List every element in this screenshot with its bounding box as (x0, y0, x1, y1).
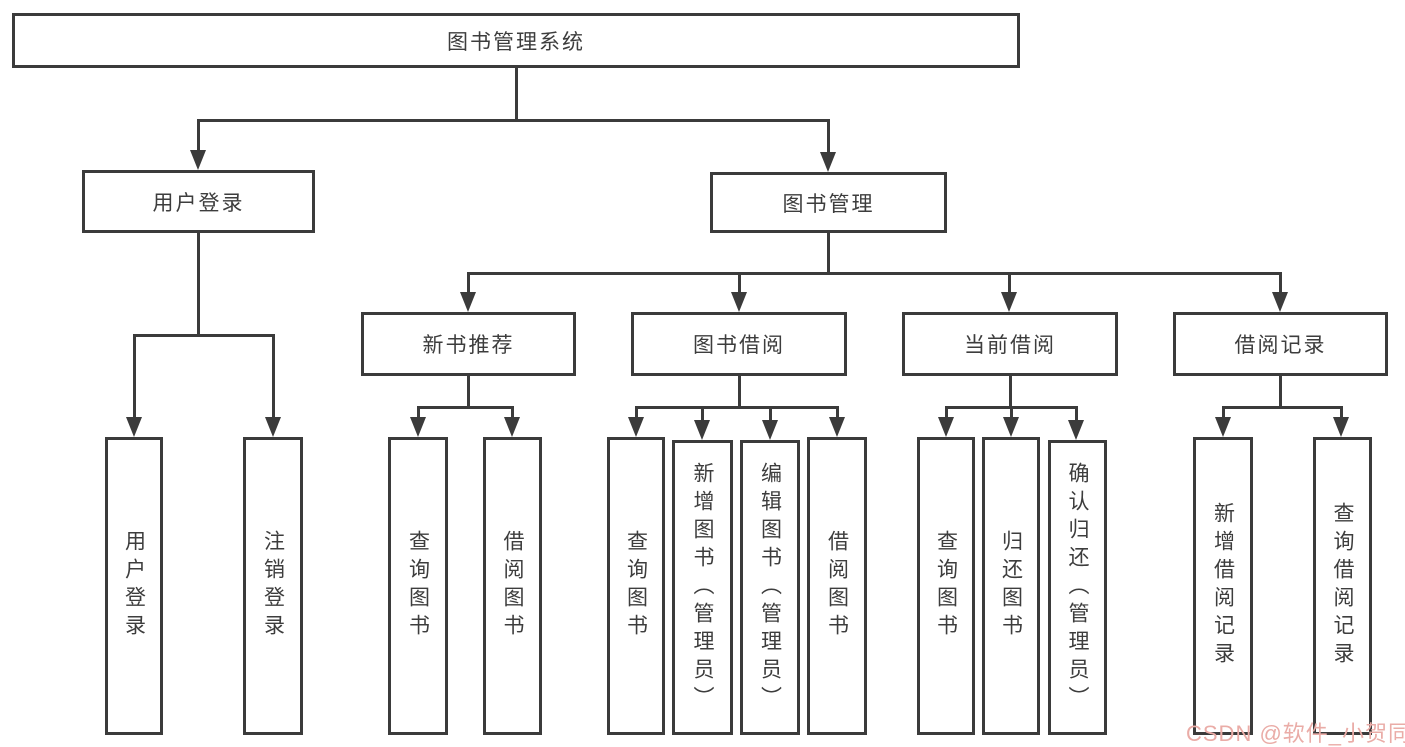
node-book-management-label: 图书管理 (782, 192, 875, 216)
edge-line (467, 272, 470, 294)
edge-line (272, 334, 275, 419)
arrow-down-icon (504, 417, 520, 437)
edge-line (1008, 272, 1011, 294)
edge-line (133, 334, 274, 337)
leaf-cb-confirm-return-admin: 确认归还（管理员） (1048, 440, 1107, 735)
node-current-borrow-label: 当前借阅 (964, 334, 1056, 357)
edge-line (635, 406, 838, 409)
edge-line (511, 406, 514, 420)
edge-line (769, 406, 772, 422)
arrow-down-icon (1272, 292, 1288, 312)
edge-line (467, 272, 1281, 275)
arrow-down-icon (829, 417, 845, 437)
edge-line (1222, 406, 1225, 420)
arrow-down-icon (190, 150, 206, 170)
arrow-down-icon (1001, 292, 1017, 312)
arrow-down-icon (694, 420, 710, 440)
edge-line (1009, 376, 1012, 408)
edge-line (827, 233, 830, 274)
edge-line (701, 406, 704, 422)
arrow-down-icon (265, 417, 281, 437)
leaf-bb-query-book: 查询图书 (607, 437, 665, 735)
arrow-down-icon (1333, 417, 1349, 437)
leaf-cb-query-book: 查询图书 (917, 437, 975, 735)
node-root-system: 图书管理系统 (12, 13, 1020, 68)
watermark: CSDN @软件_小贺同学 (1186, 721, 1405, 746)
edge-line (197, 233, 200, 336)
arrow-down-icon (762, 420, 778, 440)
arrow-down-icon (1068, 420, 1084, 440)
edge-line (417, 406, 513, 409)
node-current-borrow: 当前借阅 (902, 312, 1118, 376)
leaf-logout-label: 注销登录 (261, 530, 285, 642)
leaf-cb-query-book-label: 查询图书 (934, 530, 958, 642)
node-book-borrow-label: 图书借阅 (693, 334, 785, 357)
node-book-management: 图书管理 (710, 172, 947, 233)
node-book-borrow: 图书借阅 (631, 312, 847, 376)
edge-line (1010, 406, 1013, 420)
arrow-down-icon (938, 417, 954, 437)
node-user-login: 用户登录 (82, 170, 315, 233)
leaf-cb-return-book: 归还图书 (982, 437, 1040, 735)
leaf-br-add-record: 新增借阅记录 (1193, 437, 1253, 735)
node-borrow-record: 借阅记录 (1173, 312, 1388, 376)
edge-line (1340, 406, 1343, 420)
arrow-down-icon (460, 292, 476, 312)
edge-line (827, 119, 830, 155)
edge-line (945, 406, 948, 420)
edge-line (133, 334, 136, 419)
arrow-down-icon (410, 417, 426, 437)
leaf-user-login: 用户登录 (105, 437, 163, 735)
leaf-bb-add-book-admin-label: 新增图书（管理员） (691, 461, 714, 714)
node-new-book-recommend: 新书推荐 (361, 312, 576, 376)
leaf-cb-confirm-return-admin-label: 确认归还（管理员） (1066, 461, 1089, 714)
edge-line (417, 406, 420, 420)
edge-line (1222, 406, 1342, 409)
node-new-book-recommend-label: 新书推荐 (422, 334, 515, 357)
node-borrow-record-label: 借阅记录 (1234, 334, 1327, 357)
leaf-bb-borrow-book-label: 借阅图书 (825, 530, 849, 642)
leaf-bb-query-book-label: 查询图书 (624, 530, 648, 642)
edge-line (836, 406, 839, 420)
edge-line (197, 119, 830, 122)
leaf-logout: 注销登录 (243, 437, 303, 735)
leaf-user-login-label: 用户登录 (122, 530, 146, 642)
edge-line (197, 119, 200, 153)
leaf-br-query-record-label: 查询借阅记录 (1331, 502, 1354, 670)
node-root-label: 图书管理系统 (447, 30, 585, 54)
leaf-nbr-borrow-book-label: 借阅图书 (501, 530, 524, 642)
leaf-bb-add-book-admin: 新增图书（管理员） (672, 440, 733, 735)
arrow-down-icon (1215, 417, 1231, 437)
leaf-nbr-query-book: 查询图书 (388, 437, 448, 735)
leaf-bb-edit-book-admin-label: 编辑图书（管理员） (758, 461, 782, 714)
leaf-nbr-borrow-book: 借阅图书 (483, 437, 542, 735)
arrow-down-icon (628, 417, 644, 437)
leaf-br-add-record-label: 新增借阅记录 (1211, 502, 1235, 670)
edge-line (738, 376, 741, 408)
arrow-down-icon (731, 292, 747, 312)
edge-line (467, 376, 470, 408)
leaf-cb-return-book-label: 归还图书 (999, 530, 1023, 642)
edge-line (1279, 272, 1282, 294)
edge-line (1075, 406, 1078, 422)
leaf-nbr-query-book-label: 查询图书 (406, 530, 430, 642)
edge-line (635, 406, 638, 420)
arrow-down-icon (820, 152, 836, 172)
leaf-bb-borrow-book: 借阅图书 (807, 437, 867, 735)
edge-line (515, 68, 518, 120)
leaf-br-query-record: 查询借阅记录 (1313, 437, 1372, 735)
leaf-bb-edit-book-admin: 编辑图书（管理员） (740, 440, 800, 735)
edge-line (1279, 376, 1282, 408)
arrow-down-icon (1003, 417, 1019, 437)
arrow-down-icon (126, 417, 142, 437)
node-user-login-label: 用户登录 (152, 191, 245, 215)
edge-line (738, 272, 741, 294)
